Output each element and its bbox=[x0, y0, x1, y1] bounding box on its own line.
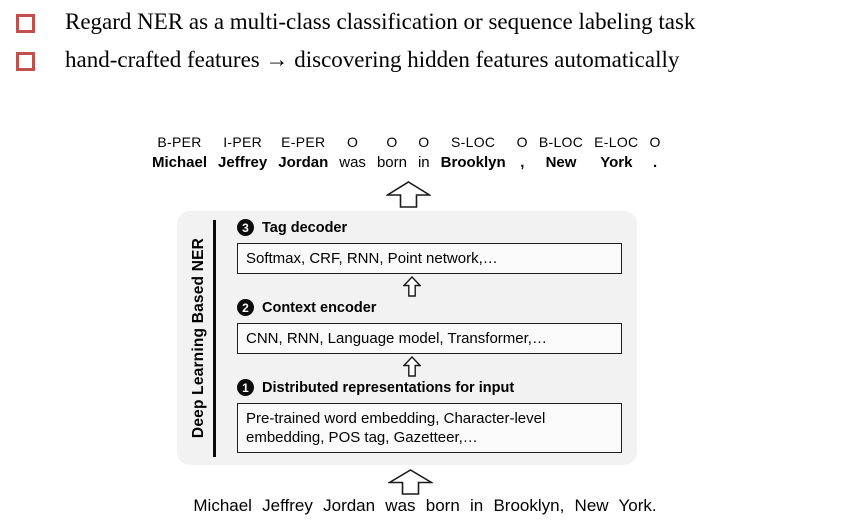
context-encoder-methods-box: CNN, RNN, Language model, Transformer,… bbox=[237, 323, 622, 354]
layer-title: Tag decoder bbox=[262, 219, 348, 236]
layer-header-tag-decoder: 3 Tag decoder bbox=[237, 218, 622, 237]
deep-learning-ner-panel: Deep Learning Based NER 3 Tag decoder So… bbox=[177, 211, 637, 465]
tag-label: E-PER bbox=[281, 134, 326, 150]
word-label: Jordan bbox=[278, 154, 329, 171]
input-sentence: Michael Jeffrey Jordan was born in Brook… bbox=[193, 496, 657, 515]
input-representation-methods-box: Pre-trained word embedding, Character-le… bbox=[237, 403, 622, 453]
token-column: E-PER Jordan bbox=[278, 134, 328, 171]
up-arrow-icon bbox=[219, 356, 604, 377]
bullet-item: Regard NER as a multi-class classificati… bbox=[16, 8, 695, 36]
bullet-text: hand-crafted features → discovering hidd… bbox=[65, 47, 680, 72]
layer-header-distributed-representations: 1 Distributed representations for input bbox=[237, 378, 622, 397]
numbered-circle-icon: 1 bbox=[237, 379, 254, 396]
word-label: , bbox=[520, 154, 525, 171]
tag-label: O bbox=[346, 134, 359, 150]
token-column: I-PER Jeffrey bbox=[218, 134, 267, 171]
word-label: . bbox=[652, 154, 658, 171]
bullet-item: hand-crafted features → discovering hidd… bbox=[16, 46, 679, 74]
tag-label: O bbox=[649, 134, 661, 150]
word-label: was bbox=[339, 154, 366, 171]
layer-title: Distributed representations for input bbox=[262, 379, 515, 396]
tag-label: B-PER bbox=[157, 134, 202, 150]
square-bullet-icon bbox=[16, 52, 35, 71]
square-bullet-icon bbox=[16, 14, 35, 33]
token-column: O. bbox=[649, 134, 660, 171]
tag-label: S-LOC bbox=[451, 134, 496, 150]
word-label: Brooklyn bbox=[440, 154, 506, 171]
tag-label: O bbox=[516, 134, 528, 150]
token-column: S-LOC Brooklyn bbox=[441, 134, 506, 171]
word-label: Michael bbox=[152, 154, 208, 171]
panel-content: 3 Tag decoder Softmax, CRF, RNN, Point n… bbox=[237, 218, 622, 453]
word-label: in bbox=[417, 154, 430, 171]
panel-side-label: Deep Learning Based NER bbox=[190, 237, 207, 439]
token-column: B-PER Michael bbox=[152, 134, 207, 171]
tag-label: B-LOC bbox=[538, 134, 584, 150]
vertical-rule bbox=[213, 220, 216, 457]
token-column: B-LOC New bbox=[539, 134, 583, 171]
numbered-circle-icon: 2 bbox=[237, 299, 254, 316]
word-label: New bbox=[545, 154, 577, 171]
up-arrow-icon bbox=[388, 469, 433, 495]
tag-decoder-methods-box: Softmax, CRF, RNN, Point network,… bbox=[237, 243, 622, 274]
layer-header-context-encoder: 2 Context encoder bbox=[237, 298, 622, 317]
token-column: E-LOC York bbox=[594, 134, 638, 171]
token-column: O, bbox=[517, 134, 528, 171]
tag-label: E-LOC bbox=[594, 134, 639, 150]
layer-title: Context encoder bbox=[262, 299, 377, 316]
bullet-text: Regard NER as a multi-class classificati… bbox=[65, 9, 696, 34]
numbered-circle-icon: 3 bbox=[237, 219, 254, 236]
tag-label: O bbox=[418, 134, 430, 150]
tag-label: O bbox=[386, 134, 398, 150]
word-label: born bbox=[376, 154, 407, 171]
word-label: York bbox=[600, 154, 633, 171]
up-arrow-icon bbox=[386, 181, 431, 208]
tag-label: I-PER bbox=[223, 134, 263, 150]
word-label: Jeffrey bbox=[218, 154, 268, 171]
up-arrow-icon bbox=[219, 276, 604, 297]
